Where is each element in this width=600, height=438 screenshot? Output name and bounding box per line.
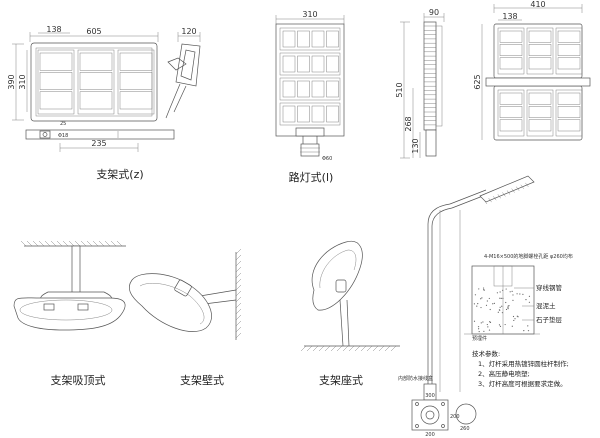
- concrete-stipple: [473, 287, 531, 333]
- dim-pole-dia: Φ60: [322, 156, 332, 162]
- street-lamp-side-view: 90 510 268 130: [395, 8, 445, 159]
- legend-gravel: 石子垫层: [536, 315, 563, 324]
- bracket-z-side-view: 120: [165, 27, 201, 119]
- legend-conduit: 穿线钢管: [536, 283, 563, 292]
- base-dim-c: 200: [450, 414, 460, 420]
- heat-sink-fins-street: [279, 27, 341, 126]
- bracket-z-bottom-view: 25 Φ18 235: [25, 121, 175, 152]
- base-dim-b: 200: [425, 432, 435, 438]
- dim-605: 605: [86, 27, 101, 36]
- tech-title: 技术参数:: [472, 349, 500, 358]
- dim-130: 130: [411, 138, 420, 153]
- wall-mount-view: [128, 248, 242, 340]
- double-fins: [497, 27, 583, 137]
- street-lamp-front-view: 310 Φ60: [275, 10, 345, 162]
- ceiling-mount-view: [13, 240, 126, 331]
- legend-concrete: 混泥土: [536, 301, 556, 310]
- heat-sink-fins: [37, 49, 155, 115]
- dim-138-double: 138: [502, 12, 517, 21]
- dim-410: 410: [530, 0, 545, 9]
- base-junction-label: 内部防水接线盒: [398, 375, 433, 382]
- dim-310: 310: [18, 74, 27, 89]
- tech-item-1: 1、灯杆采用热镀锌圆柱杆制作;: [478, 359, 569, 368]
- dim-268: 268: [404, 116, 413, 131]
- tech-parameters: 技术参数: 1、灯杆采用热镀锌圆柱杆制作; 2、高压静电喷塑; 3、灯杆高度可根…: [472, 349, 569, 388]
- bracket-z-front-view: 605 138 390 310: [7, 25, 159, 122]
- caption-bracket-z: 支架式(z): [96, 168, 143, 181]
- caption-wall: 支架壁式: [180, 373, 224, 387]
- dim-510: 510: [395, 82, 404, 97]
- base-dim-a: 300: [425, 393, 435, 399]
- dim-hole-dia: Φ18: [58, 133, 68, 139]
- foundation-title: 4-M16×500的地脚螺栓孔距 φ260均布: [484, 253, 573, 260]
- dim-120: 120: [181, 27, 196, 36]
- tech-item-2: 2、高压静电喷塑;: [478, 369, 530, 378]
- dim-25: 25: [60, 121, 66, 127]
- dim-138: 138: [46, 25, 61, 34]
- embed-label: 预埋件: [472, 335, 487, 342]
- tech-item-3: 3、灯杆高度可根据要求定做。: [478, 379, 567, 388]
- dim-390: 390: [7, 74, 16, 89]
- base-mount-view: [300, 240, 400, 352]
- dim-625: 625: [473, 74, 482, 89]
- dim-310-street: 310: [302, 10, 317, 19]
- dim-235: 235: [91, 139, 106, 148]
- base-dim-d: 260: [460, 426, 470, 432]
- pole-lamp-fins: [483, 182, 529, 205]
- base-plate-detail: 300 200 200 260: [411, 393, 477, 438]
- double-module-view: 410 138 625: [473, 0, 591, 141]
- foundation-detail: 4-M16×500的地脚螺栓孔距 φ260均布 穿线钢管 混泥土 石子垫层 预埋…: [464, 253, 573, 342]
- pole-assembly-view: 内部防水接线盒: [398, 175, 535, 401]
- caption-ceiling: 支架吸顶式: [51, 374, 106, 387]
- caption-base: 支架座式: [319, 373, 363, 387]
- dim-90: 90: [429, 8, 439, 17]
- side-fins: [424, 25, 436, 126]
- caption-street-lamp: 路灯式(l): [289, 171, 334, 184]
